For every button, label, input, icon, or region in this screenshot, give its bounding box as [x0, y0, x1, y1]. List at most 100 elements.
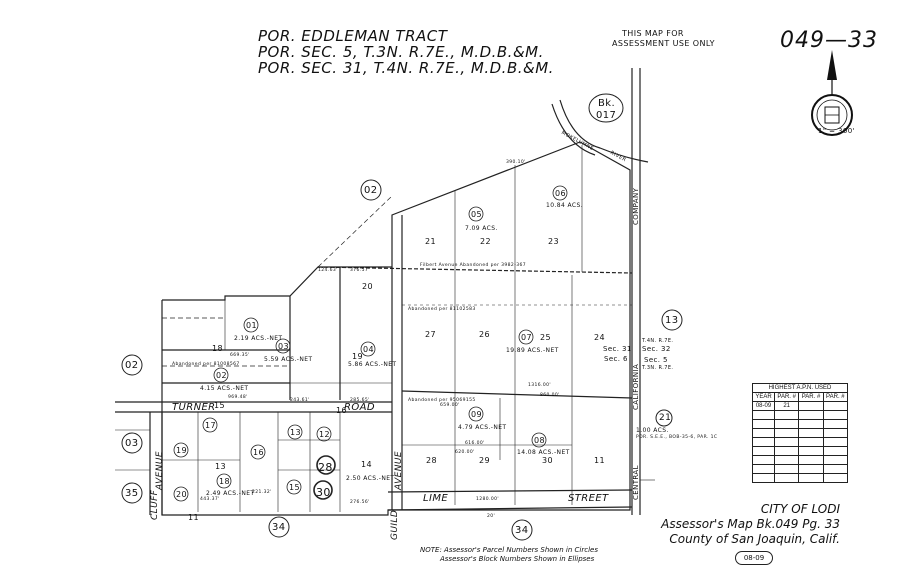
block-number: 21 [425, 237, 436, 246]
block-number: 26 [479, 330, 490, 339]
header-line-2: POR. SEC. 5, T.3N. R.7E., M.D.B.&M. [258, 43, 544, 61]
street-turner: TURNER [172, 402, 216, 413]
dimension: 860.00' [540, 393, 560, 398]
note-line-1: NOTE: Assessor's Parcel Numbers Shown in… [420, 546, 598, 554]
river-bank [559, 99, 649, 163]
book-label-1: Bk. [598, 98, 616, 109]
acreage: 2.50 ACS.-NET [346, 475, 395, 482]
parcel-number: 05 [471, 210, 482, 219]
adjacent-parcel: 03 [125, 438, 139, 449]
street-street: STREET [568, 493, 609, 504]
adjacent-parcel: 34 [515, 525, 529, 536]
dimension: 443.37' [200, 497, 220, 502]
abandoned-note: Filbert Avenue Abandoned per 3982-367 [420, 263, 527, 268]
assessor-map-label: Assessor's Map Bk.049 Pg. 33 [661, 517, 840, 531]
filbert-line [317, 266, 633, 274]
apn-row [751, 455, 849, 465]
dimension: 616.00' [465, 441, 485, 446]
section-label: Sec. 6 [604, 355, 628, 363]
apn-header: YEAR [751, 392, 776, 402]
adjacent-parcel: 13 [665, 315, 679, 326]
parcel-number: 03 [278, 342, 289, 351]
dimension: 221.32' [252, 490, 272, 495]
block-number: 19 [352, 352, 363, 361]
block-number: 22 [480, 237, 491, 246]
block-number: 27 [425, 330, 436, 339]
apn-row [751, 410, 849, 420]
block-number: 15 [214, 401, 225, 410]
assessment-note-1: THIS MAP FOR [622, 29, 684, 38]
acreage: 14.08 ACS.-NET [517, 449, 570, 456]
dimension: 285.65' [350, 398, 370, 403]
north-arrow-icon [811, 50, 853, 136]
apn-row [751, 428, 849, 438]
parcel-number: 28 [318, 461, 333, 474]
parcel-number: 02 [216, 371, 227, 380]
block-number: 16 [336, 406, 347, 415]
dimension: 124.63' [318, 268, 338, 273]
abandoned-note: Abandoned per 81102583 [408, 307, 476, 312]
section-label: Sec. 32 [642, 345, 671, 353]
block-number: 30 [542, 456, 553, 465]
parcel-number: 12 [319, 430, 330, 439]
parcel-21-desc: POR. S.E.E., BOB-35-6, PAR. 1C [636, 435, 718, 440]
header-line-3: POR. SEC. 31, T.4N. R.7E., M.D.B.&M. [258, 59, 554, 77]
block-number: 28 [426, 456, 437, 465]
street-road: ROAD [344, 402, 375, 413]
block-number: 18 [212, 344, 223, 353]
street-avenue: AVENUE [394, 451, 404, 490]
apn-header: PAR. # [822, 392, 849, 402]
parcel-number: 30 [316, 486, 331, 499]
dimension: 620.00' [455, 450, 475, 455]
dimension: 20' [487, 514, 496, 519]
acreage: 2.19 ACS.-NET [234, 335, 283, 342]
parcel-number: 17 [205, 421, 216, 430]
acreage: 2.49 ACS.-NET [206, 490, 255, 497]
dimension: 669.35' [230, 353, 250, 358]
adjacent-circles [121, 179, 683, 541]
parcel-number: 09 [471, 410, 482, 419]
parcel-number: 01 [246, 321, 257, 330]
township-label: T.3N. R.7E. [642, 365, 674, 371]
apn-cell [822, 401, 849, 411]
adjacent-parcel: 34 [272, 522, 286, 533]
abandoned-note: Abandoned per 95069155 [408, 398, 476, 403]
street-cluff: CLUFF [150, 489, 160, 520]
city-label: CITY OF LODI [760, 502, 840, 516]
dimension: 243.61' [290, 398, 310, 403]
header-line-1: POR. EDDLEMAN TRACT [258, 27, 448, 45]
block-number: 20 [362, 282, 373, 291]
street-company: COMPANY [632, 187, 640, 225]
block-number: 24 [594, 333, 605, 342]
abandoned-note: Abandoned per 81008567 [172, 362, 240, 367]
block-number: 13 [215, 462, 226, 471]
middle-divider [401, 390, 633, 399]
township-label: T.4N. R.7E. [642, 338, 674, 344]
apn-header: PAR. # [774, 392, 800, 402]
parcel-number: 19 [176, 446, 187, 455]
parcel-number: 16 [253, 448, 264, 457]
block-number: 11 [594, 456, 605, 465]
acreage: 4.79 ACS.-NET [458, 424, 507, 431]
scale-label: 1" = 300' [818, 127, 855, 135]
block-number: 11 [188, 513, 199, 522]
assessment-note-2: ASSESSMENT USE ONLY [612, 39, 715, 48]
parcel-number: 06 [555, 189, 566, 198]
book-ellipse [588, 93, 624, 123]
parcel-number: 18 [219, 477, 230, 486]
block-number: 29 [479, 456, 490, 465]
apn-cell [798, 401, 824, 411]
apn-cell: 21 [774, 401, 800, 411]
apn-row [751, 446, 849, 456]
dimension: 390.10' [506, 160, 526, 165]
year-badge: 08-09 [735, 551, 773, 565]
apn-cell: 08-09 [751, 401, 776, 411]
dashed-line [317, 195, 393, 268]
parcel-number: 15 [289, 483, 300, 492]
adjacent-parcel: 21 [659, 413, 672, 423]
note-line-2: Assessor's Block Numbers Shown in Ellips… [440, 555, 595, 563]
outer-boundary [161, 141, 631, 516]
dimension: 1280.00' [476, 497, 500, 502]
street-central: CENTRAL [632, 465, 640, 500]
apn-row [751, 437, 849, 447]
